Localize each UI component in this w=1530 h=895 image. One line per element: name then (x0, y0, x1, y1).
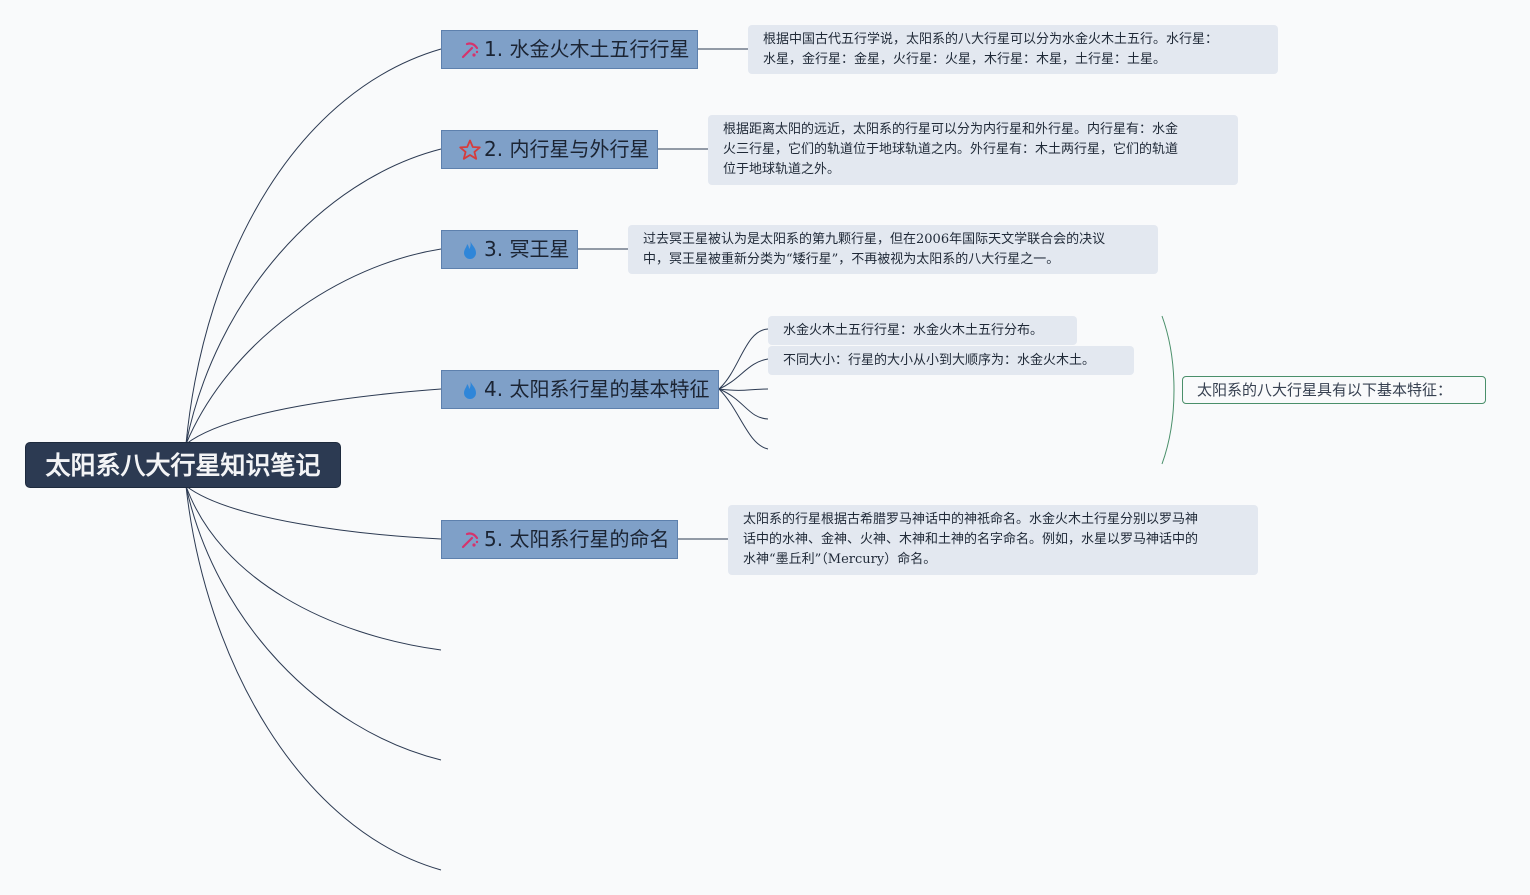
subtopic-different-sizes[interactable]: 不同大小：行星的大小从小到大顺序为：水金火木土。 (768, 346, 1134, 375)
note-line: 过去冥王星被认为是太阳系的第九颗行星，但在2006年国际天文学联合会的决议 (643, 232, 1106, 247)
note-line: 太阳系的行星根据古希腊罗马神话中的神祇命名。水金火木土行星分别以罗马神 (743, 512, 1199, 527)
topic-five-elements[interactable]: 1. 水金火木土五行行星 (441, 30, 698, 69)
summary-bracket (1161, 315, 1175, 465)
note-line: 水神“墨丘利”（Mercury）命名。 (743, 552, 937, 567)
star-icon (459, 139, 481, 160)
note-inner-outer-planets: 根据距离太阳的远近，太阳系的行星可以分为内行星和外行星。内行星有：水金 火三行星… (708, 115, 1238, 185)
flame-icon (464, 239, 476, 259)
note-pluto: 过去冥王星被认为是太阳系的第九颗行星，但在2006年国际天文学联合会的决议 中，… (628, 225, 1158, 274)
topic-label: 5. 太阳系行星的命名 (484, 527, 670, 551)
topic-inner-outer-planets[interactable]: 2. 内行星与外行星 (441, 130, 658, 169)
topic-label: 2. 内行星与外行星 (484, 137, 650, 161)
note-line: 位于地球轨道之外。 (723, 162, 841, 177)
note-line: 火三行星，它们的轨道位于地球轨道之内。外行星有：木土两行星，它们的轨道 (723, 142, 1179, 157)
note-line: 根据中国古代五行学说，太阳系的八大行星可以分为水金火木土五行。水行星： (763, 32, 1219, 47)
topic-naming[interactable]: 5. 太阳系行星的命名 (441, 520, 678, 559)
note-line: 水星，金行星：金星，火行星：火星，木行星：木星，土行星：土星。 (763, 52, 1167, 67)
connector-root-topic-5 (185, 485, 442, 540)
note-line: 中，冥王星被重新分类为“矮行星”，不再被视为太阳系的八大行星之一。 (643, 252, 1060, 267)
connector-root-topic-2 (185, 148, 442, 445)
flame-icon (464, 379, 476, 399)
connector-root-empty-6 (185, 485, 442, 651)
topic-basic-features[interactable]: 4. 太阳系行星的基本特征 (441, 370, 719, 409)
summary-basic-features[interactable]: 太阳系的八大行星具有以下基本特征： (1182, 376, 1486, 404)
connector-topic-4-sub-5 (718, 388, 769, 450)
topic-pluto[interactable]: 3. 冥王星 (441, 230, 578, 269)
note-line: 根据距离太阳的远近，太阳系的行星可以分为内行星和外行星。内行星有：水金 (723, 122, 1179, 137)
connector-topic-4-sub-2 (718, 358, 769, 390)
note-five-elements: 根据中国古代五行学说，太阳系的八大行星可以分为水金火木土五行。水行星： 水星，金… (748, 25, 1278, 74)
connector-root-topic-3 (185, 248, 442, 445)
connector-root-empty-7 (185, 485, 442, 761)
pickaxe-icon (461, 41, 479, 58)
connector-topic-4-sub-1 (718, 328, 769, 390)
topic-label: 3. 冥王星 (484, 237, 570, 261)
connector-root-empty-8 (185, 485, 442, 871)
connector-topic-4-sub-3 (718, 388, 769, 391)
pickaxe-icon (461, 531, 479, 548)
connector-topic-4-sub-4 (718, 388, 769, 420)
connector-root-topic-4 (185, 388, 442, 445)
note-line: 话中的水神、金神、火神、木神和土神的名字命名。例如，水星以罗马神话中的 (743, 532, 1199, 547)
topic-label: 4. 太阳系行星的基本特征 (484, 377, 710, 401)
connector-root-topic-1 (185, 48, 442, 445)
subtopic-five-elements-distribution[interactable]: 水金火木土五行行星：水金火木土五行分布。 (768, 316, 1077, 345)
root-topic[interactable]: 太阳系八大行星知识笔记 (25, 442, 341, 488)
note-naming: 太阳系的行星根据古希腊罗马神话中的神祇命名。水金火木土行星分别以罗马神 话中的水… (728, 505, 1258, 575)
topic-label: 1. 水金火木土五行行星 (484, 37, 690, 61)
